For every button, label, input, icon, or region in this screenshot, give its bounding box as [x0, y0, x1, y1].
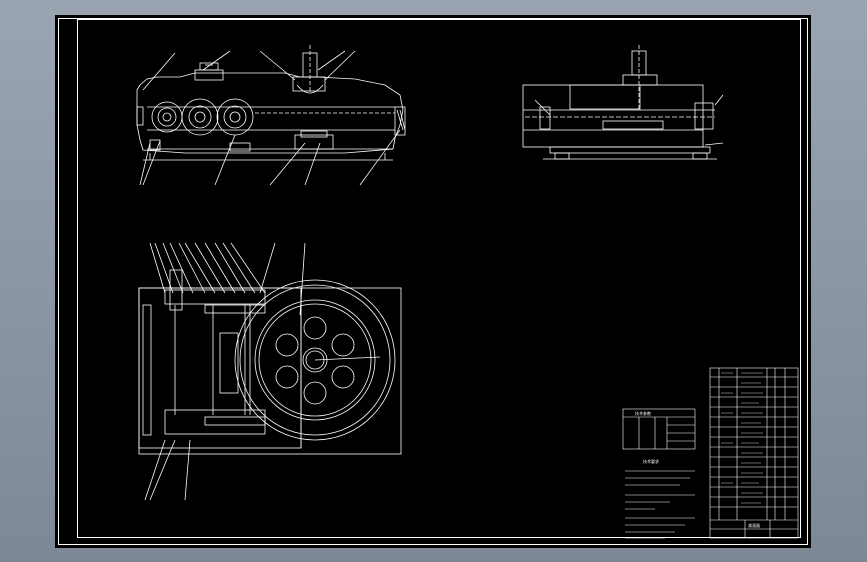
side-view [522, 45, 724, 160]
title-block-heading: 减速器 [748, 522, 760, 528]
parameter-table [622, 408, 696, 450]
parts-list-filler-text [721, 372, 763, 504]
parameter-table-title: 技术参数 [635, 410, 651, 416]
front-view [136, 45, 406, 186]
technical-requirements [625, 470, 695, 539]
inner-frame [77, 19, 801, 538]
plan-view [138, 242, 402, 501]
cad-drawing: 技术参数 技术要求 [58, 18, 808, 545]
outer-frame [58, 18, 808, 545]
parts-list [709, 367, 799, 539]
drawing-sheet[interactable]: 技术参数 技术要求 [55, 15, 811, 548]
technical-requirements-title: 技术要求 [643, 458, 659, 464]
